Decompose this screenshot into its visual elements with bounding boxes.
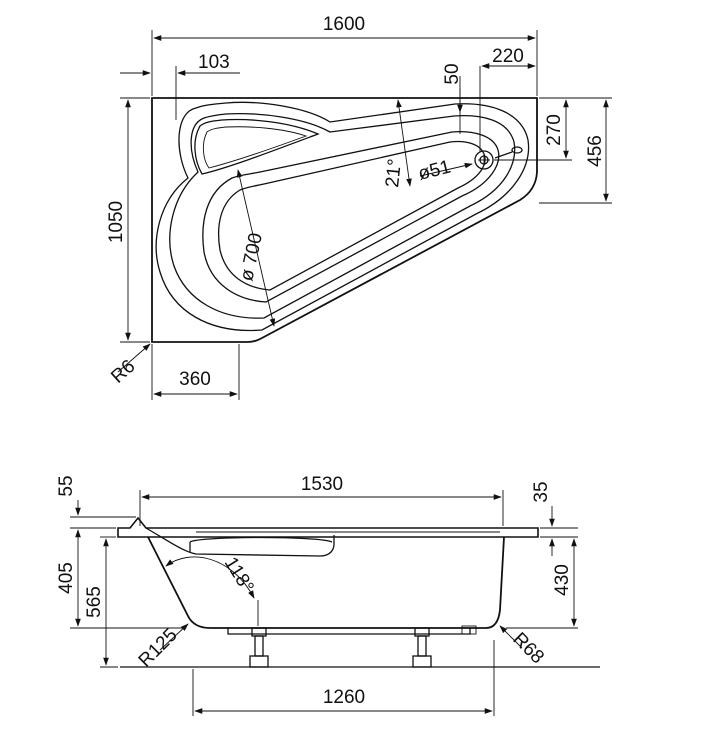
tub-body-side (147, 536, 505, 629)
dim-length: 1530 (301, 474, 343, 495)
dim-overall-length: 1600 (323, 14, 365, 35)
dim-corner-radius: R6 (107, 356, 139, 388)
dim-left-offset: 103 (198, 52, 230, 73)
dim-right-height: 430 (552, 564, 573, 596)
basin-inner-rim (169, 113, 516, 319)
basin-outer-rim (155, 101, 530, 332)
dim-total-height: 565 (84, 586, 105, 618)
dim-height: 1050 (106, 201, 127, 243)
plan-view: 1600 103 220 50 1050 270 456 R6 360 21° (106, 14, 612, 400)
side-view: 1530 55 405 565 35 430 118° R125 R68 126… (56, 474, 600, 716)
tub-interior-line (145, 527, 335, 557)
dim-drain-diameter: ø51 (416, 157, 453, 185)
dim-slope-angle: 118° (220, 554, 258, 597)
foot-left (249, 627, 269, 668)
foot-right (412, 627, 432, 668)
drain-icon (474, 150, 494, 170)
dim-right-offset: 220 (492, 46, 524, 67)
dim-angle: 21° (382, 158, 406, 189)
dim-radius-right: R68 (508, 629, 547, 668)
tub-rim (117, 516, 539, 538)
overflow-icon (511, 146, 523, 154)
dim-right-depth-large: 456 (585, 135, 606, 167)
dim-depth-inner: 405 (56, 562, 77, 594)
dim-rim-left: 55 (56, 475, 77, 496)
tub-outline-plan (151, 97, 538, 343)
dim-overflow-offset: 50 (442, 63, 463, 84)
backrest-pad (194, 118, 320, 175)
dim-radius-left: R125 (135, 625, 182, 672)
dim-legs-span: 1260 (323, 687, 365, 708)
dim-rim-right: 35 (531, 481, 552, 502)
backrest-pad-inner (202, 126, 308, 169)
dim-bottom-offset: 360 (179, 369, 211, 390)
dim-right-depth-small: 270 (544, 114, 565, 146)
